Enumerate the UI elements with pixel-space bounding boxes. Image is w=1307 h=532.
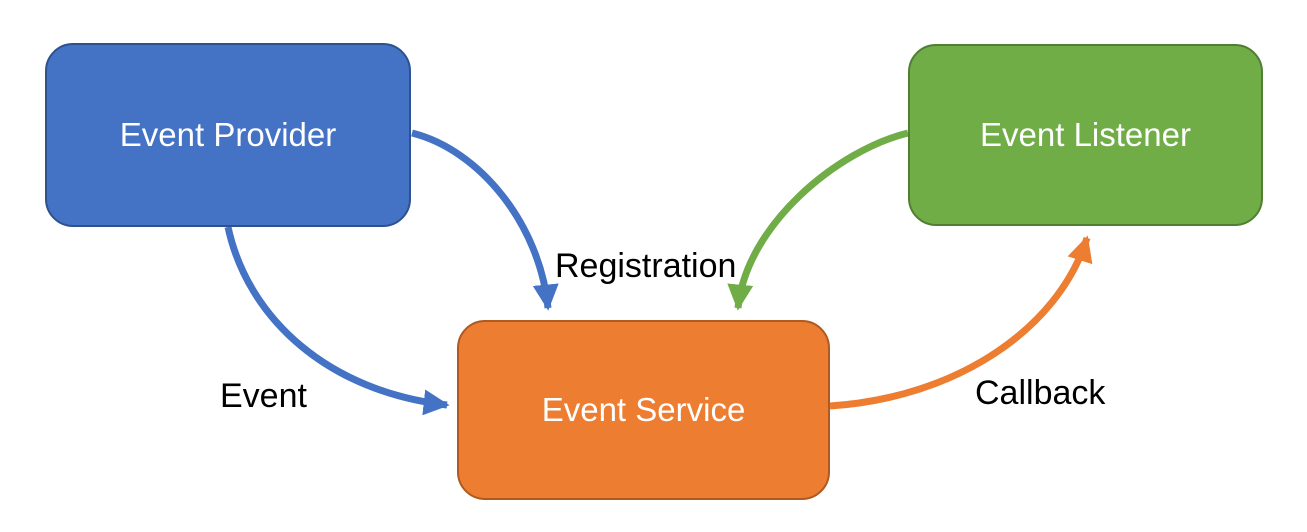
node-event-listener-label: Event Listener <box>980 115 1191 153</box>
edge-label-registration: Registration <box>555 247 737 285</box>
edge-label-event: Event <box>220 377 307 415</box>
edge-label-callback: Callback <box>975 374 1106 412</box>
node-event-provider: Event Provider <box>45 43 411 227</box>
node-event-listener: Event Listener <box>908 44 1263 226</box>
arrow-registration-provider-to-service <box>411 129 559 311</box>
node-event-provider-label: Event Provider <box>119 115 337 153</box>
node-event-service-label: Event Service <box>541 390 746 428</box>
arrow-callback-service-to-listener <box>829 235 1093 410</box>
arrow-registration-listener-to-service <box>727 129 909 311</box>
node-event-service: Event Service <box>457 320 830 500</box>
arrow-event-provider-to-service <box>224 226 450 416</box>
